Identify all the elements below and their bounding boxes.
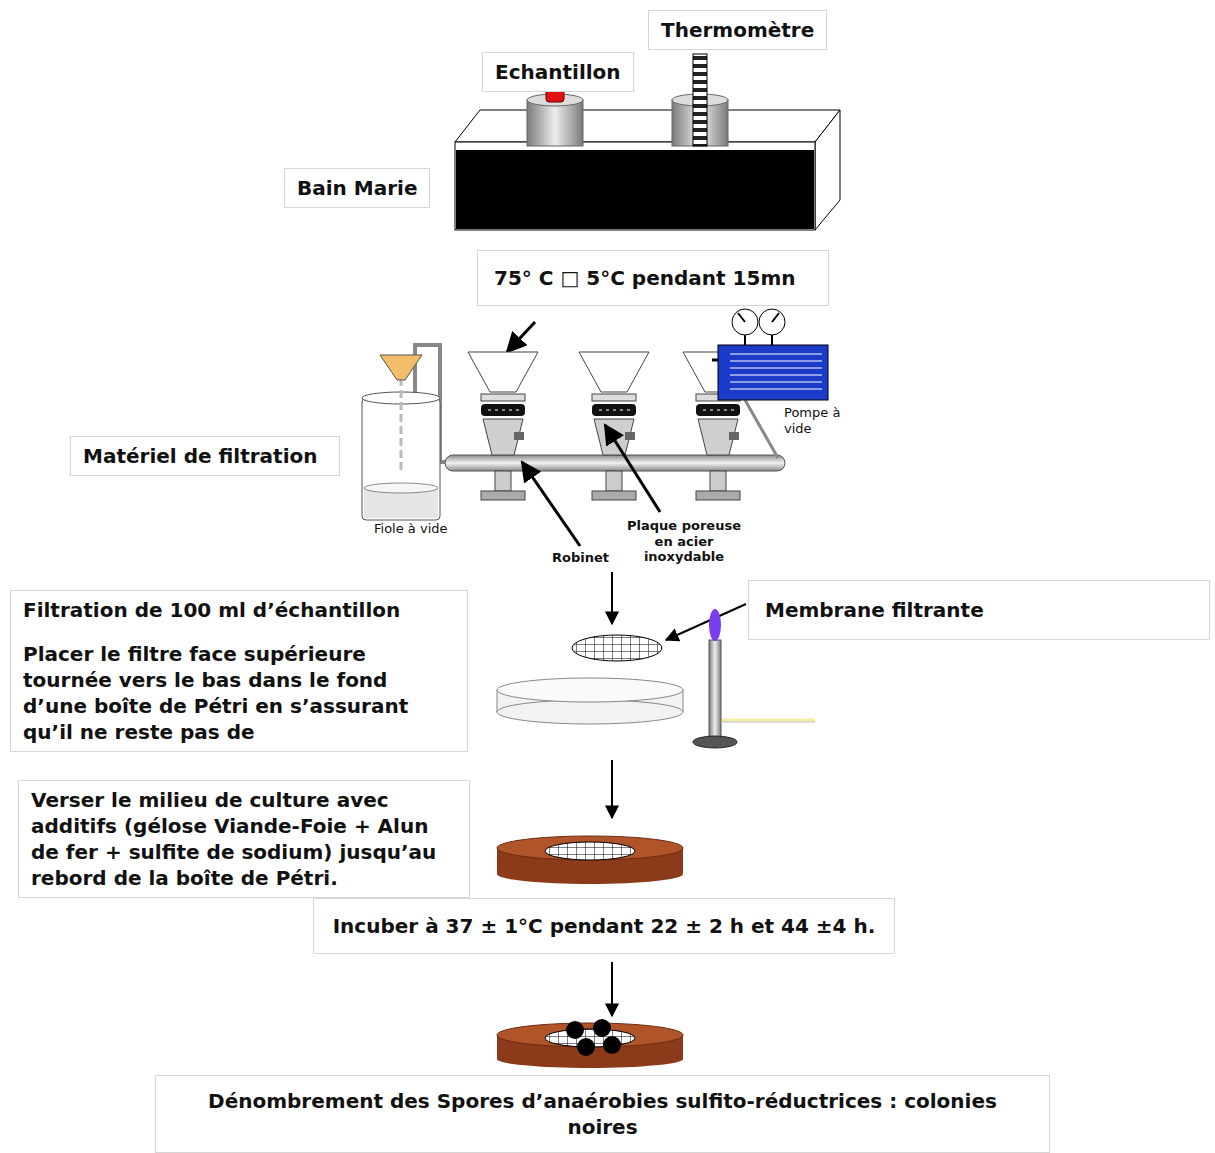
thermometer [672,54,728,146]
label-box: Membrane filtrante [748,580,1210,640]
leader-line [666,604,746,640]
flow-arrow [611,962,613,1016]
petri-dish [497,678,683,724]
flow-arrow [611,760,613,818]
box-text: Membrane filtrante [765,597,1193,623]
step-box: Incuber à 37 ± 1°C pendant 22 ± 2 h et 4… [313,898,895,954]
box-text: Bain Marie [297,175,417,201]
label-box: Bain Marie [284,168,430,208]
box-text: Dénombrement des Spores d’anaérobies sul… [170,1088,1035,1140]
label-box: Echantillon [482,52,634,92]
flow-arrow [611,572,613,624]
box-text: Verser le milieu de culture avec additif… [31,787,457,891]
vacuum-flask [362,345,450,520]
leader-line [605,425,660,512]
part-label: Pompe à vide [782,405,846,436]
filter-funnels [468,352,753,500]
box-text: Incuber à 37 ± 1°C pendant 22 ± 2 h et 4… [328,913,880,939]
result-dish [497,1019,683,1068]
culture-dish [497,836,683,884]
step-box: Verser le milieu de culture avec additif… [18,780,470,898]
label-box: Matériel de filtration [70,436,340,476]
box-text: Echantillon [495,59,621,85]
box-text: Matériel de filtration [83,443,327,469]
sample-tube [527,89,583,146]
part-label: Fiole à vide [372,521,450,537]
filter-membrane [572,635,662,661]
part-label: Robinet [550,550,611,566]
label-box: Thermomètre [648,10,827,50]
flow-arrow [507,322,535,352]
box-text: Filtration de 100 ml d’échantillon [23,597,455,623]
leader-line [522,462,580,546]
step-box: 75° C □ 5°C pendant 15mn [477,250,829,306]
water-bath [455,110,840,230]
box-body: Placer le filtre face supérieure tournée… [23,641,455,745]
step-box: Dénombrement des Spores d’anaérobies sul… [155,1075,1050,1153]
part-label: Plaque poreuse en acier inoxydable [620,518,748,565]
box-text: 75° C □ 5°C pendant 15mn [494,265,812,291]
step-box: Filtration de 100 ml d’échantillonPlacer… [10,590,468,752]
box-text: Thermomètre [661,17,814,43]
manifold-tube [445,455,785,471]
